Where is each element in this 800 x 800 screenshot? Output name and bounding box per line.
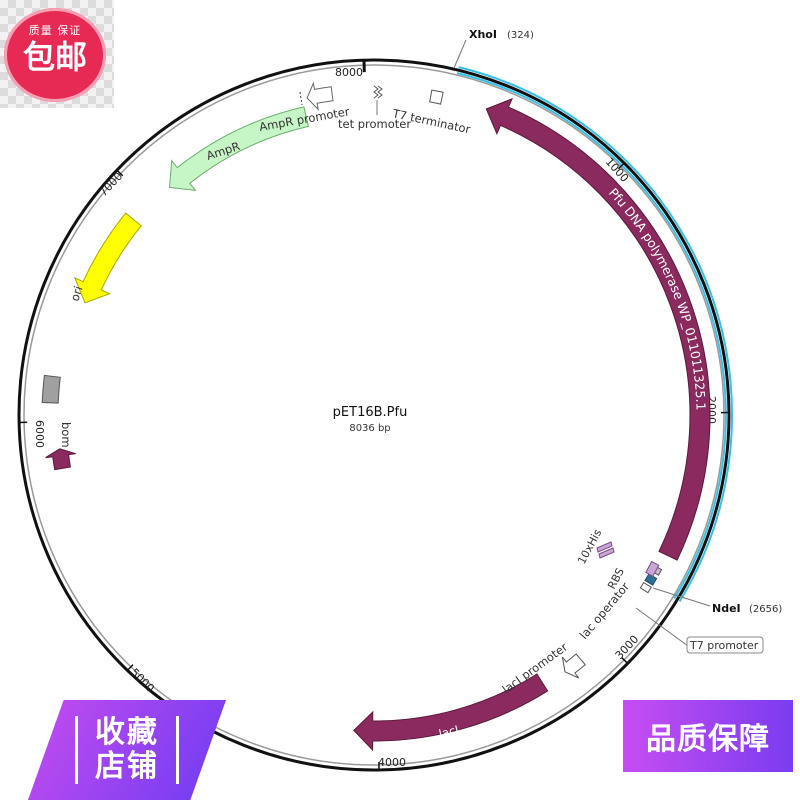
tick-label: 6000: [33, 420, 46, 448]
free-shipping-seal: 质量 保证 包邮: [4, 8, 106, 102]
orf-arc: [458, 66, 733, 603]
lac-operator-label: lac operator: [577, 579, 633, 642]
tick-mark: [621, 657, 629, 664]
favorite-shop-text: 收藏店铺: [75, 716, 179, 784]
tick-marks: [19, 60, 730, 771]
lac-operator-box: [644, 573, 658, 586]
seal-top-text: 质量 保证: [28, 24, 82, 37]
his-tag-mark: [645, 560, 660, 577]
t7-promoter-callout: [686, 636, 764, 654]
seal-main-text: 包邮: [22, 38, 87, 76]
tet-promoter-label: tet promoter: [338, 117, 411, 131]
bom-label: bom: [59, 422, 73, 448]
xhoi-site-name: XhoI: [469, 28, 497, 41]
ndei-site-pos: (2656): [749, 604, 782, 615]
quality-guarantee-banner[interactable]: 品质保障: [623, 700, 793, 772]
ori-label: ori: [68, 284, 86, 303]
t7-terminator-box: [429, 89, 444, 105]
tick-label: 4000: [378, 756, 406, 769]
rop-label: rop: [50, 496, 68, 517]
tick-label: 8000: [335, 66, 363, 79]
backbone-inner: [23, 64, 725, 766]
orf-arc-inner: [456, 72, 727, 599]
rop-arrow: [45, 448, 76, 471]
his-tag-glyph: [596, 541, 615, 559]
t7-promoter-leader: [635, 607, 689, 647]
quality-guarantee-text: 品质保障: [646, 722, 770, 757]
xhoi-site-pos: (324): [507, 30, 534, 41]
laci-label: lacI: [437, 722, 460, 740]
laci-promoter-arrow: [561, 653, 586, 679]
tick-mark: [126, 664, 134, 671]
ori-arrow: [73, 212, 142, 304]
ampr-promoter-divider: [299, 91, 303, 106]
ampr-arrow: [168, 106, 309, 192]
plasmid-size: 8036 bp: [349, 423, 390, 434]
t7-promoter-label: T7 promoter: [689, 639, 759, 652]
tick-mark: [116, 169, 124, 177]
backbone-outer: [17, 58, 731, 772]
bom-box: [41, 374, 61, 404]
ndei-site-name: NdeI: [712, 602, 741, 615]
favorite-shop-banner[interactable]: 收藏店铺: [28, 700, 226, 800]
t7-promoter-box: [639, 581, 652, 594]
tick-mark: [617, 162, 625, 170]
pfu-polymerase-arrow: [485, 97, 711, 561]
ndei-leader: [652, 587, 711, 607]
tet-promoter-glyph: [373, 85, 383, 99]
laci-arrow: [353, 673, 549, 752]
xhoi-leader: [453, 39, 467, 69]
ampr-promoter-arrow: [306, 81, 334, 111]
plasmid-name: pET16B.Pfu: [333, 405, 408, 420]
